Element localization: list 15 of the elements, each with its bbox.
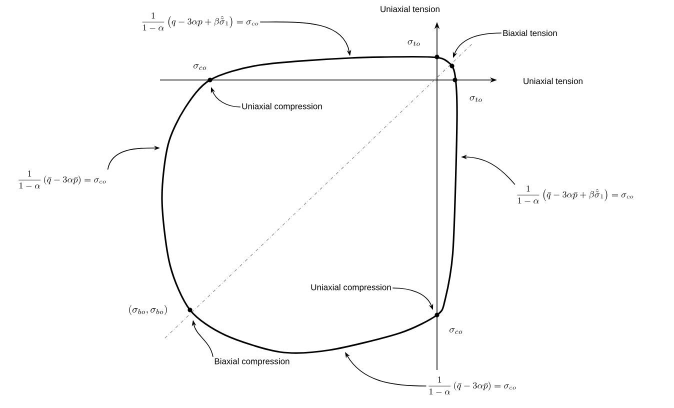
- formula-label: $\frac{1}{1-\alpha}\left(\bar{q}-3\alpha\bar{p}\right)=\sigma_{co}$: [428, 376, 516, 395]
- annotation-text: Biaxial tension: [503, 30, 557, 36]
- axis-label: Uniaxial tension: [524, 78, 582, 84]
- formula-label: $\frac{1}{1-\alpha}\left(\bar{q}-3\alpha\bar{p}\right)=\sigma_{co}$: [18, 170, 106, 189]
- stress-point-label: $(\sigma_{bo},\sigma_{bo})$: [129, 305, 167, 315]
- stress-symbol: $\sigma_{co}$: [194, 64, 206, 70]
- annotation-text: Uniaxial compression: [311, 284, 391, 292]
- stress-symbol: $\sigma_{to}$: [470, 96, 482, 102]
- annotation-text: Biaxial compression: [214, 358, 290, 366]
- stress-symbol: $\sigma_{co}$: [450, 328, 462, 334]
- formula-label: $\frac{1}{1-\alpha}\left(q-3\alpha p+\beta\hat{\tilde{\sigma}}_1\right)=\sigma_{co}$: [142, 12, 258, 31]
- formula-label: $\frac{1}{1-\alpha}\left(\bar{q}-3\alpha\bar{p}+\beta\hat{\tilde{\sigma}}_1\right)=\sigma_{co}$: [517, 186, 634, 204]
- annotation-text: Uniaxial compression: [242, 103, 322, 111]
- stress-symbol: $\sigma_{to}$: [408, 40, 420, 46]
- axis-label: Uniaxial tension: [380, 6, 440, 12]
